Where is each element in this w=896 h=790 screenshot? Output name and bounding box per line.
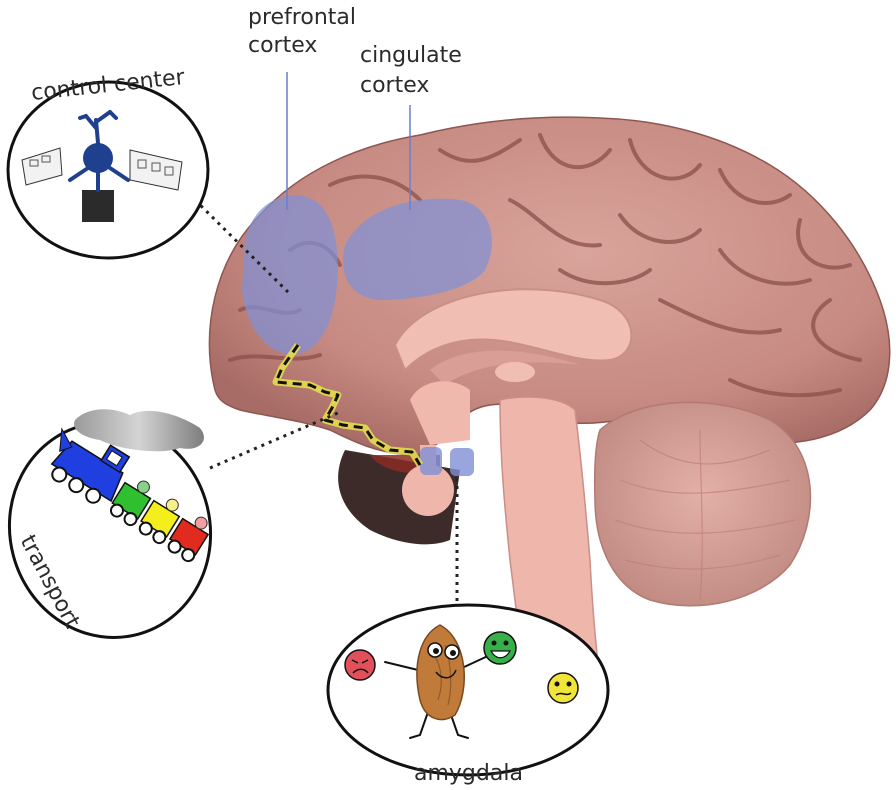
hypothalamus [410,381,470,445]
amygdala-label: amygdala [414,761,523,786]
brain-sagittal-section [208,116,891,681]
gyri-folds [228,133,862,398]
prefrontal-label-line1: prefrontal [248,5,356,30]
cingulate-cortex-region [343,198,492,300]
amygdala-region-left [420,447,442,475]
neural-pathway [272,343,423,467]
control-center-callout: control center [6,65,210,260]
control-center-ellipse [6,80,210,260]
train-icon [50,427,210,563]
cerebellum-folia [614,429,796,601]
confused-face-icon [547,672,579,704]
prefrontal-cortex-region [242,195,338,355]
cingulate-label-line2: cortex [360,73,429,98]
angry-face-icon [344,649,376,681]
amygdala-ellipse [326,603,610,777]
control-center-leader [193,198,290,294]
thalamus [495,362,535,382]
transport-callout: transport [7,409,213,639]
train-smoke [74,409,204,452]
happy-face-icon [483,631,517,665]
cingulate-label-line1: cingulate [360,43,462,68]
neuron-at-control-desk-icon [21,110,183,222]
transport-leader [209,410,341,470]
cerebellum [593,401,812,607]
amygdala-region-right [450,448,474,476]
inner-arch [430,350,580,385]
pituitary [402,464,454,516]
prefrontal-label-line2: cortex [248,33,317,58]
corpus-callosum [393,288,633,372]
leader-lines [193,72,459,612]
highlighted-regions [242,195,492,476]
brainstem [499,396,601,681]
almond-with-emotion-faces-icon [344,624,579,739]
amygdala-callout: amygdala [326,603,610,786]
